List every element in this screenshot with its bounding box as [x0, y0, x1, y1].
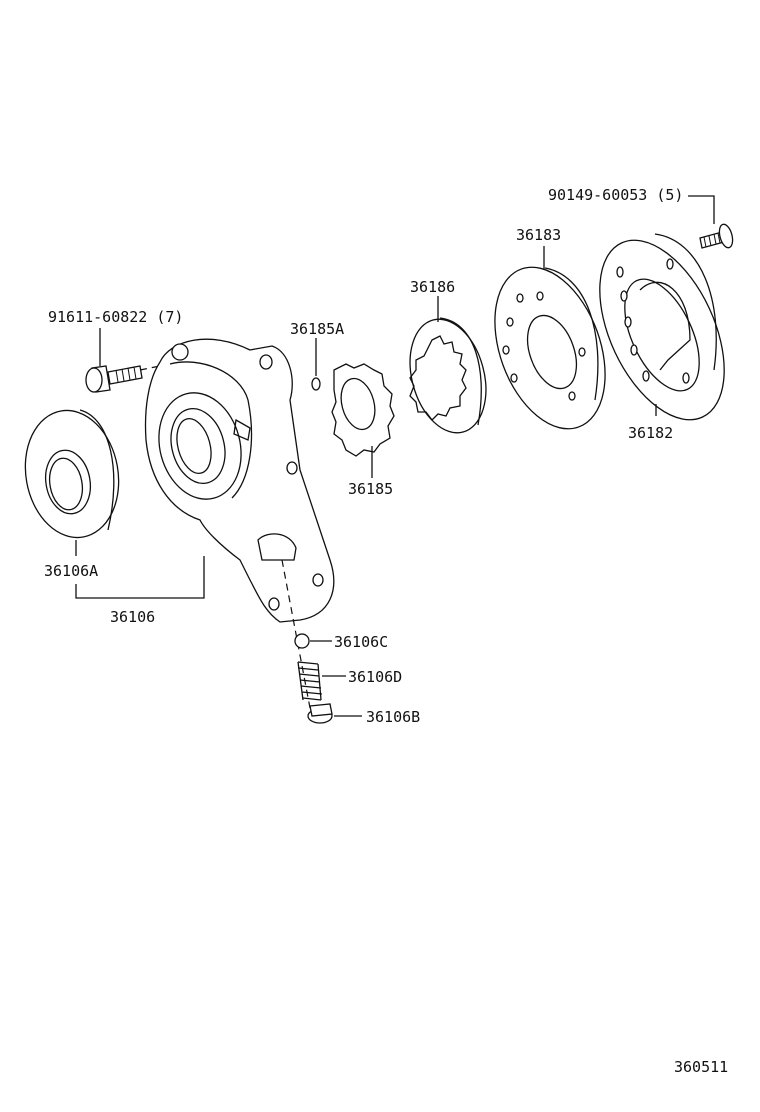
plug-centerline [281, 559, 311, 709]
bolt-centerline [139, 361, 181, 371]
leader-90149 [688, 195, 715, 224]
label-36185: 36185 [348, 480, 393, 498]
label-36106A: 36106A [44, 562, 98, 580]
check-ball-36106C [294, 633, 310, 649]
label-36182: 36182 [628, 424, 673, 442]
label-91611-60822: 91611-60822 (7) [48, 308, 183, 326]
plug-36106B [307, 703, 333, 724]
label-36106D: 36106D [348, 668, 402, 686]
label-36186: 36186 [410, 278, 455, 296]
bracket-36106 [75, 556, 205, 599]
bolt-91611-60822 [85, 365, 143, 393]
bolt-90149-60053 [699, 223, 734, 249]
plate-36183 [494, 266, 606, 430]
pump-body-36106 [144, 338, 335, 623]
label-36185A: 36185A [290, 320, 344, 338]
ring-gear-36186 [409, 317, 487, 434]
diagram-number: 360511 [674, 1058, 728, 1076]
pump-cover-36182 [599, 233, 725, 421]
oil-seal-36106A [24, 409, 120, 539]
drive-gear-36185 [331, 363, 395, 457]
label-36106B: 36106B [366, 708, 420, 726]
label-36183: 36183 [516, 226, 561, 244]
label-36106: 36106 [110, 608, 155, 626]
label-36106C: 36106C [334, 633, 388, 651]
spring-36106D [297, 661, 323, 701]
label-90149-60053: 90149-60053 (5) [548, 186, 683, 204]
pin-36185A [311, 377, 321, 391]
